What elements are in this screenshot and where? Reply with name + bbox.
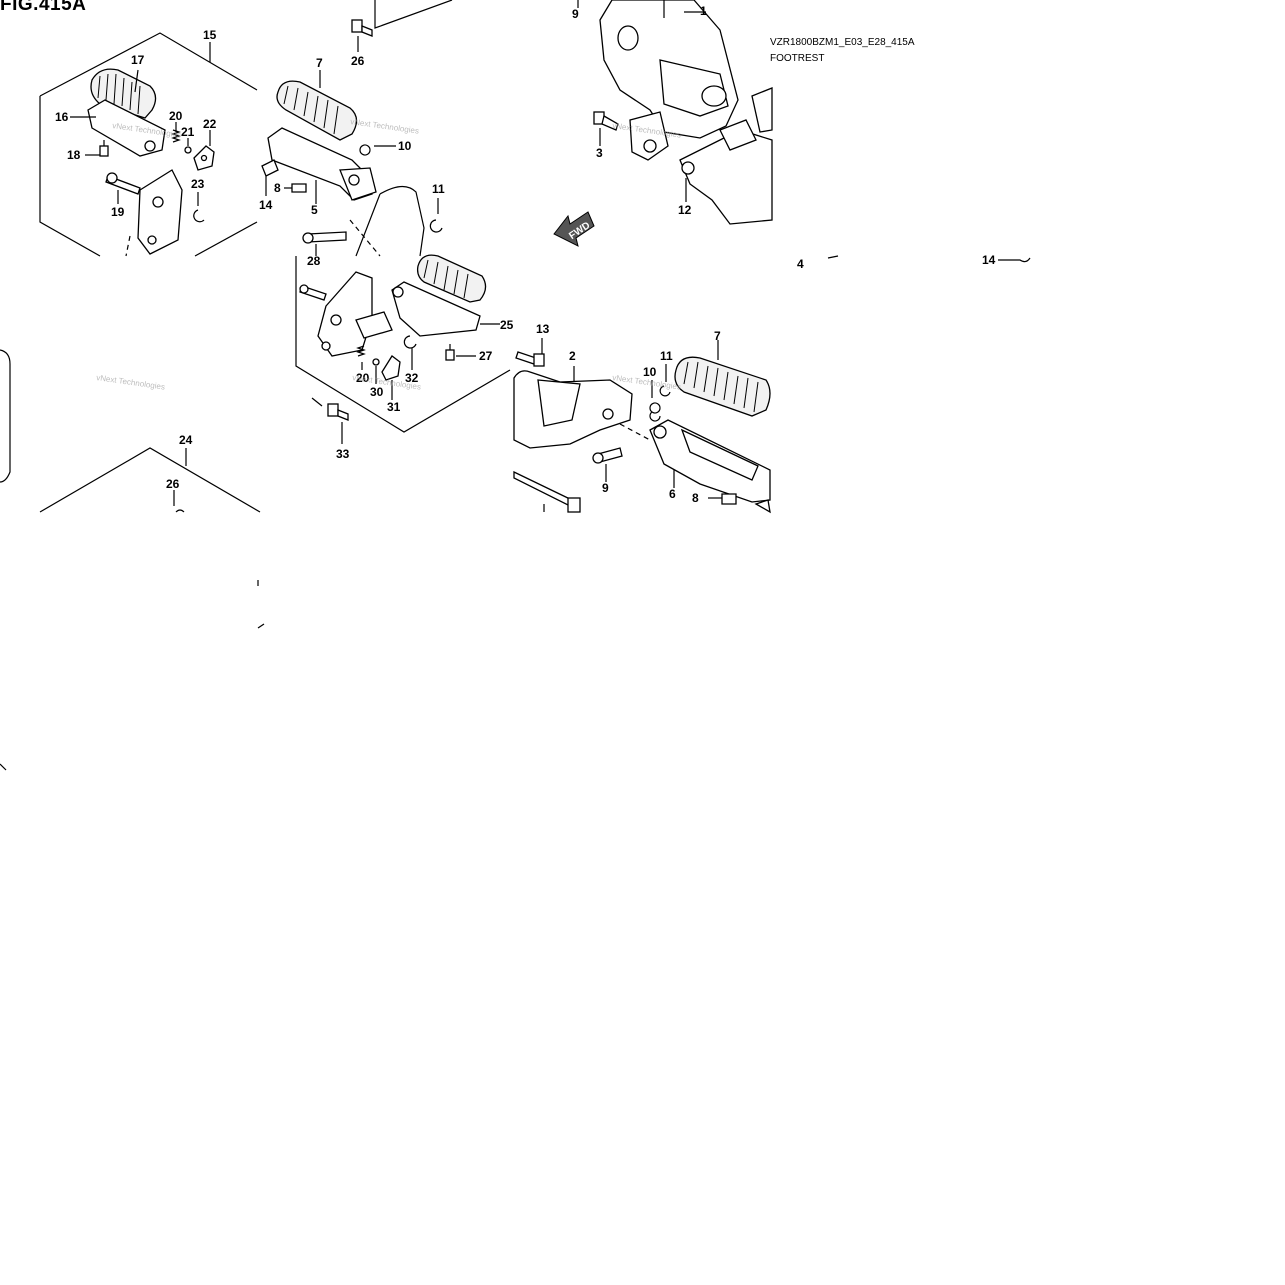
frame-bracket-outline — [355, 185, 425, 257]
spring-10-top — [359, 144, 396, 156]
part-label: 21 — [181, 125, 195, 139]
part-label: 9 — [572, 7, 579, 21]
part-label: 20 — [356, 371, 370, 385]
part-label: 3 — [596, 146, 603, 160]
figure-title: FIG.415A — [0, 0, 87, 15]
part-label: 14 — [259, 198, 273, 212]
bolt-27 — [445, 344, 476, 361]
fwd-arrow: FWD — [553, 211, 595, 247]
footpeg-holder-bracket — [137, 169, 183, 255]
plate-22 — [193, 130, 215, 171]
part-label: 12 — [678, 203, 692, 217]
part-label: 6 — [669, 487, 676, 501]
e-ring-11-top — [429, 198, 443, 233]
footrest-6 — [649, 419, 771, 503]
e-ring-11-lower — [659, 364, 671, 397]
rear-holder-12 — [679, 87, 773, 225]
footpeg-rubber-7-lower — [674, 340, 771, 417]
e-ring-32 — [403, 335, 417, 370]
part-label: 28 — [307, 254, 321, 268]
bolt-18 — [85, 140, 109, 157]
part-label: 24 — [179, 433, 193, 447]
long-bolt — [513, 470, 581, 513]
spring-10-lower — [649, 380, 661, 422]
part-label: 5 — [311, 203, 318, 217]
part-label: 2 — [569, 349, 576, 363]
part-label: 1 — [700, 4, 707, 18]
part-label: 4 — [797, 257, 804, 271]
nut-8-lower — [708, 493, 737, 505]
pin-28 — [302, 231, 347, 256]
ball-30 — [372, 358, 380, 384]
part-label: 27 — [479, 349, 493, 363]
assembly-box-15 — [39, 32, 258, 257]
pin-19 — [105, 172, 141, 204]
part-label: 33 — [336, 447, 350, 461]
footrest-25 — [391, 281, 500, 337]
part-label: 16 — [55, 110, 69, 124]
footpeg-rubber-upper-right — [416, 254, 487, 303]
part-label: 25 — [500, 318, 514, 332]
part-label: 31 — [387, 400, 401, 414]
pin-9-lower — [592, 447, 623, 482]
watermark-text: vNext Technologies — [350, 117, 420, 136]
cap-14-lower — [754, 499, 771, 514]
bolt-3 — [593, 111, 619, 146]
part-number-labels: 1 2 3 4 5 6 7 7 8 8 9 9 10 10 11 11 12 1… — [55, 4, 996, 505]
part-label: 22 — [203, 117, 217, 131]
spring-20 — [171, 122, 181, 143]
cap-14-top — [261, 159, 279, 196]
assembly-box-24 — [39, 447, 261, 513]
model-code: VZR1800BZM1_E03_E28_415A — [770, 37, 915, 48]
plate-31 — [381, 355, 401, 400]
footpeg-bracket-16 — [70, 99, 166, 157]
section-name: FOOTREST — [770, 53, 825, 64]
part-label: 7 — [316, 56, 323, 70]
part-label: 30 — [370, 385, 384, 399]
spring-29 — [356, 345, 366, 370]
part-label: 32 — [405, 371, 419, 385]
part-label: 17 — [131, 53, 145, 67]
part-label: 14 — [982, 253, 996, 267]
footrest-bracket-1 — [599, 0, 739, 161]
part-label: 23 — [191, 177, 205, 191]
watermark-text: vNext Technologies — [96, 373, 166, 392]
part-label: 8 — [692, 491, 699, 505]
footrest-5 — [267, 127, 377, 204]
e-ring-23 — [193, 192, 205, 223]
part-label: 13 — [536, 322, 550, 336]
pin-28-lower — [299, 284, 327, 301]
nut-8-top — [284, 183, 307, 193]
rear-footpeg-holder — [317, 271, 393, 357]
assembly-box-middle — [295, 256, 511, 433]
part-label: 11 — [660, 349, 673, 363]
part-label: 11 — [432, 182, 445, 196]
bolt-13 — [515, 338, 545, 367]
part-label: 18 — [67, 148, 81, 162]
footpeg-rubber-7-top — [276, 70, 358, 141]
part-label: 26 — [166, 477, 180, 491]
part-label: 8 — [274, 181, 281, 195]
left-edge-bracket — [0, 349, 265, 771]
part-label: 7 — [714, 329, 721, 343]
bolt-26-top — [351, 0, 453, 52]
bolt-33 — [311, 397, 349, 444]
dash-lines — [125, 219, 651, 512]
part-label: 19 — [111, 205, 125, 219]
part-label: 20 — [169, 109, 183, 123]
fragment-lines — [827, 255, 1031, 263]
watermarks: vNext Technologies vNext Technologies vN… — [96, 117, 682, 392]
part-label: 10 — [398, 139, 412, 153]
part-label: 9 — [602, 481, 609, 495]
part-label: 26 — [351, 54, 365, 68]
part-label: 10 — [643, 365, 657, 379]
part-label: 15 — [203, 28, 217, 42]
footrest-bracket-2 — [513, 366, 633, 449]
ball-21 — [184, 138, 192, 154]
